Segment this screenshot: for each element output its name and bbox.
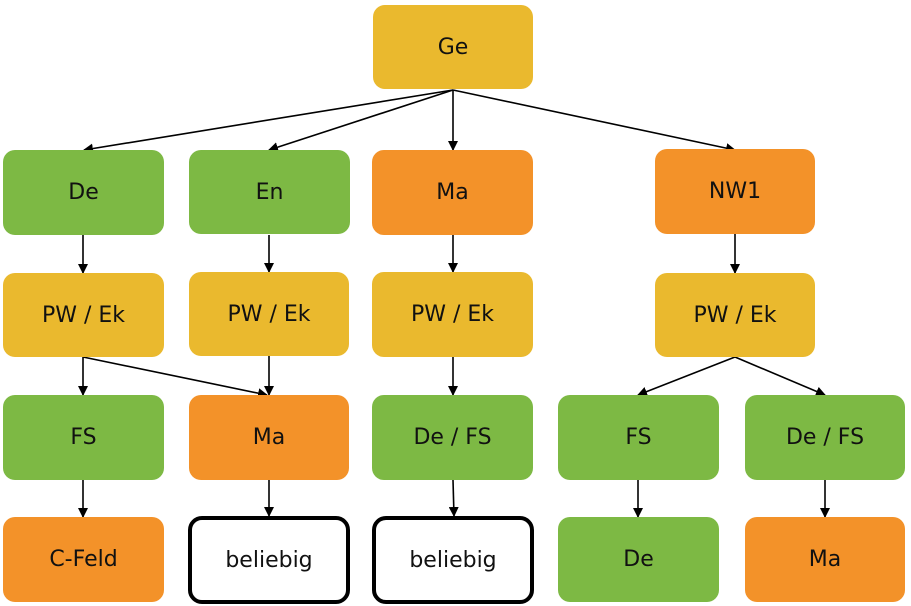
node-en: En xyxy=(189,150,350,234)
node-pwek3: PW / Ek xyxy=(372,272,533,357)
node-ma3: Ma xyxy=(745,517,905,602)
node-pwek1: PW / Ek xyxy=(3,273,164,357)
node-label: FS xyxy=(70,425,97,450)
node-nw1: NW1 xyxy=(655,149,815,234)
node-label: De / FS xyxy=(413,425,492,450)
node-label: PW / Ek xyxy=(227,301,311,327)
node-label: De / FS xyxy=(785,425,865,450)
arrow-defs1-to-bel2 xyxy=(448,479,459,517)
node-label: beliebig xyxy=(225,547,313,573)
node-ma1: Ma xyxy=(372,150,533,235)
node-label: PW / Ek xyxy=(41,302,126,328)
node-label: PW / Ek xyxy=(410,302,495,327)
node-label: Ma xyxy=(436,180,469,205)
node-ma2: Ma xyxy=(189,395,349,480)
arrow-pwek4-to-fs2 xyxy=(637,356,736,397)
node-fs2: FS xyxy=(558,395,719,480)
node-label: beliebig xyxy=(409,547,497,573)
node-label: En xyxy=(255,179,284,205)
node-bel1: beliebig xyxy=(188,516,350,604)
arrow-ge-to-nw1 xyxy=(452,89,736,154)
node-pwek2: PW / Ek xyxy=(189,272,349,356)
arrow-ge-to-en xyxy=(268,89,454,152)
node-label: Ge xyxy=(437,34,469,60)
node-pwek4: PW / Ek xyxy=(655,273,815,357)
node-bel2: beliebig xyxy=(372,516,534,604)
arrow-ge-to-de1 xyxy=(83,89,454,154)
node-defs1: De / FS xyxy=(372,395,533,480)
node-label: Ma xyxy=(808,547,842,572)
node-cfeld: C-Feld xyxy=(3,517,164,602)
node-label: PW / Ek xyxy=(693,302,777,328)
node-label: C-Feld xyxy=(49,547,118,572)
arrow-pwek1-to-ma2 xyxy=(82,356,268,399)
node-de2: De xyxy=(558,517,719,602)
node-label: De xyxy=(623,547,654,572)
node-de1: De xyxy=(3,150,164,235)
node-label: NW1 xyxy=(708,179,762,204)
node-ge: Ge xyxy=(373,5,533,89)
node-label: Ma xyxy=(252,425,286,450)
node-defs2: De / FS xyxy=(745,395,905,480)
node-fs1: FS xyxy=(3,395,164,480)
arrow-pwek4-to-defs2 xyxy=(734,356,826,397)
node-label: FS xyxy=(625,425,652,450)
node-label: De xyxy=(68,180,99,205)
